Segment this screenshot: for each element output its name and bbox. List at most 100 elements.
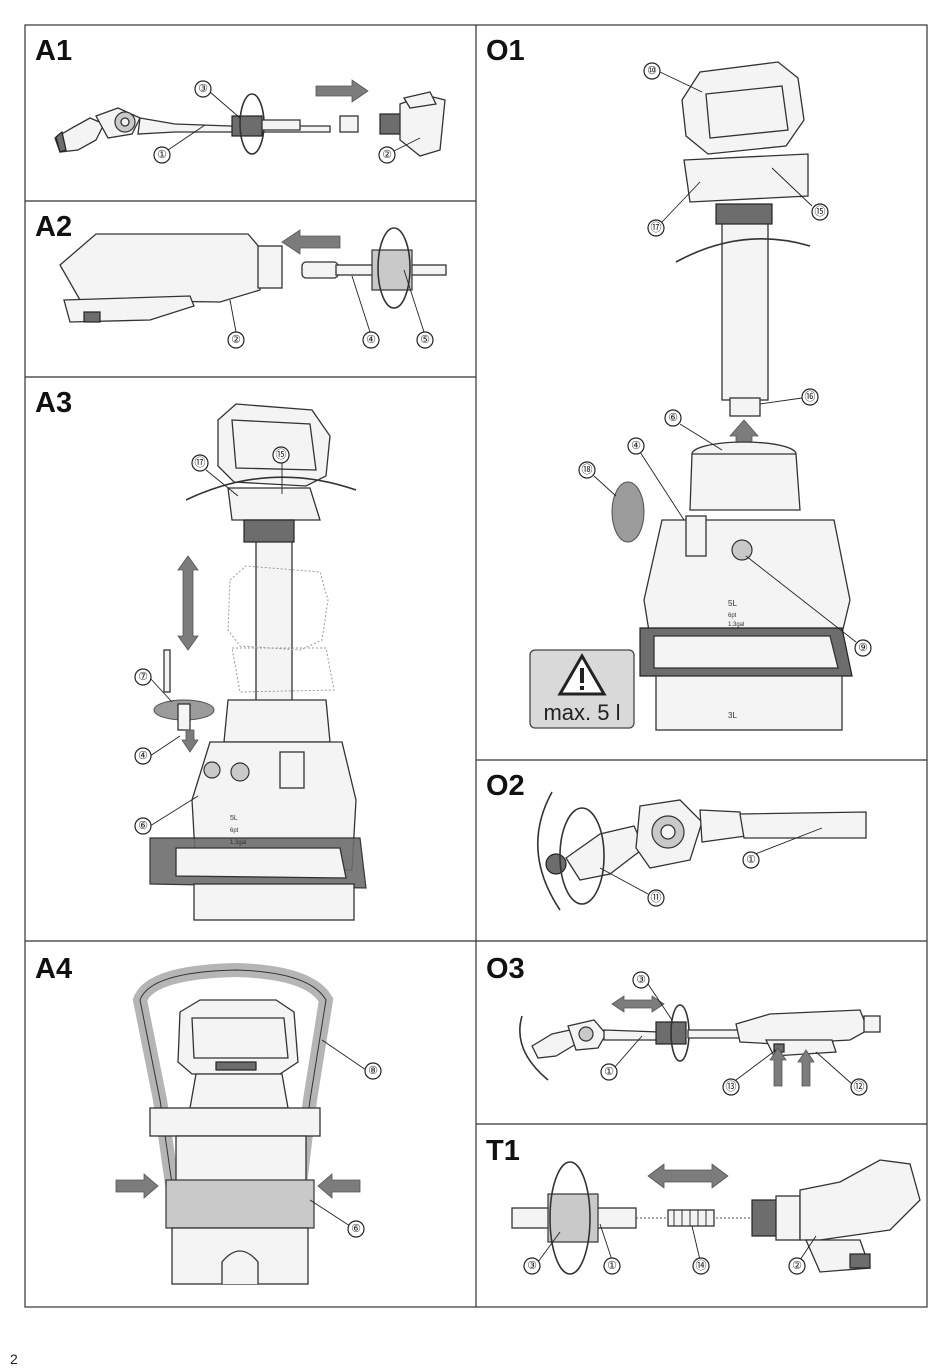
pump-handle-illustration — [681, 61, 809, 417]
panel-label-a1: A1 — [35, 35, 72, 67]
tank-illustration: 5L 6pt 1.3gal — [149, 699, 367, 921]
callout-1: ① — [742, 851, 760, 869]
svg-text:6pt: 6pt — [728, 613, 737, 619]
svg-text:⑪: ⑪ — [651, 891, 662, 904]
rotate-arrow — [537, 791, 561, 911]
svg-text:①: ① — [746, 854, 756, 866]
svg-text:1.3gal: 1.3gal — [728, 622, 744, 628]
callout-2: ② — [788, 1257, 806, 1275]
callout-14: ⑭ — [692, 1257, 710, 1275]
svg-text:②: ② — [382, 149, 392, 161]
press-arrow — [769, 1047, 787, 1087]
callout-12: ⑫ — [850, 1078, 868, 1096]
svg-text:⑱: ⑱ — [582, 463, 593, 476]
shoulder-strap-illustration — [132, 962, 334, 1185]
svg-text:⑧: ⑧ — [368, 1065, 378, 1077]
push-arrow-left — [115, 1173, 159, 1199]
ghost-pump-handle — [227, 565, 329, 651]
svg-text:⑤: ⑤ — [420, 334, 430, 346]
panel-o1: O1 5L 6pt 1.3gal 3L — [486, 35, 872, 731]
svg-text:3L: 3L — [728, 711, 737, 720]
svg-text:⑭: ⑭ — [696, 1259, 707, 1272]
spray-nozzle-illustration — [54, 93, 331, 155]
svg-text:②: ② — [792, 1260, 802, 1272]
spray-handle-illustration — [339, 91, 446, 157]
panel-label-o1: O1 — [486, 35, 525, 67]
svg-text:⑰: ⑰ — [651, 221, 662, 234]
push-pull-arrow — [647, 1163, 729, 1189]
callout-9: ⑨ — [854, 639, 872, 657]
callout-3: ③ — [632, 971, 650, 989]
rotate-arrow — [675, 238, 811, 263]
callout-11: ⑪ — [647, 889, 665, 907]
callout-3: ③ — [194, 80, 212, 98]
svg-text:④: ④ — [138, 750, 148, 762]
callout-6: ⑥ — [664, 409, 682, 427]
svg-text:④: ④ — [366, 334, 376, 346]
push-pull-arrow — [611, 995, 665, 1013]
callout-1: ① — [153, 146, 171, 164]
svg-text:5L: 5L — [230, 815, 238, 822]
panel-o2: O2 ① ⑪ — [486, 770, 867, 911]
panel-label-a2: A2 — [35, 211, 72, 243]
callout-4: ④ — [134, 747, 152, 765]
panel-a4: A4 ⑧ ⑥ — [35, 953, 382, 1285]
svg-text:③: ③ — [636, 974, 646, 986]
warning-text: max. 5 l — [543, 700, 620, 725]
callout-3: ③ — [523, 1257, 541, 1275]
tank-front-illustration — [149, 999, 321, 1285]
callout-4: ④ — [362, 331, 380, 349]
svg-text:6pt: 6pt — [230, 828, 239, 834]
panel-label-o3: O3 — [486, 953, 525, 985]
panel-label-t1: T1 — [486, 1135, 520, 1167]
svg-text:⑬: ⑬ — [726, 1080, 737, 1093]
svg-text:⑮: ⑮ — [815, 205, 826, 218]
rotate-arrow — [185, 476, 357, 501]
svg-text:⑯: ⑯ — [805, 390, 816, 403]
svg-text:1.3gal: 1.3gal — [230, 840, 246, 846]
callout-6: ⑥ — [347, 1220, 365, 1238]
panel-t1: T1 ③ ① ⑭ ② — [486, 1135, 921, 1275]
callout-4: ④ — [627, 437, 645, 455]
svg-text:①: ① — [604, 1066, 614, 1078]
svg-text:①: ① — [157, 149, 167, 161]
svg-text:5L: 5L — [728, 599, 737, 608]
push-arrow-right — [317, 1173, 361, 1199]
svg-text:⑩: ⑩ — [647, 65, 657, 77]
callout-7: ⑦ — [134, 668, 152, 686]
panel-label-a4: A4 — [35, 953, 72, 985]
callout-17: ⑰ — [191, 454, 209, 472]
callout-17: ⑰ — [647, 219, 665, 237]
svg-text:①: ① — [607, 1260, 617, 1272]
svg-text:⑨: ⑨ — [858, 642, 868, 654]
callout-16: ⑯ — [801, 388, 819, 406]
callout-1: ① — [603, 1257, 621, 1275]
callout-15: ⑮ — [272, 446, 290, 464]
callout-6: ⑥ — [134, 817, 152, 835]
panel-label-o2: O2 — [486, 770, 525, 802]
panel-a1: A1 ① ② ③ — [35, 35, 446, 164]
spray-handle-illustration — [59, 233, 283, 323]
callout-8: ⑧ — [364, 1062, 382, 1080]
panel-label-a3: A3 — [35, 387, 72, 419]
callout-13: ⑬ — [722, 1078, 740, 1096]
svg-text:⑥: ⑥ — [351, 1223, 361, 1235]
callout-2: ② — [378, 146, 396, 164]
tank-illustration: 5L 6pt 1.3gal 3L — [611, 441, 853, 731]
svg-text:②: ② — [231, 334, 241, 346]
callout-10: ⑩ — [643, 62, 661, 80]
callout-5: ⑤ — [416, 331, 434, 349]
panel-grid — [24, 24, 928, 1308]
spray-handle-illustration — [751, 1159, 921, 1273]
direction-arrow — [281, 229, 341, 255]
lance-connector-illustration — [301, 227, 447, 309]
svg-text:⑥: ⑥ — [138, 820, 148, 832]
press-arrow — [797, 1049, 815, 1087]
callout-1: ① — [600, 1063, 618, 1081]
svg-text:⑮: ⑮ — [276, 448, 287, 461]
callout-18: ⑱ — [578, 461, 596, 479]
callout-15: ⑮ — [811, 203, 829, 221]
svg-text:⑦: ⑦ — [138, 671, 148, 683]
pump-handle-illustration — [217, 403, 331, 723]
